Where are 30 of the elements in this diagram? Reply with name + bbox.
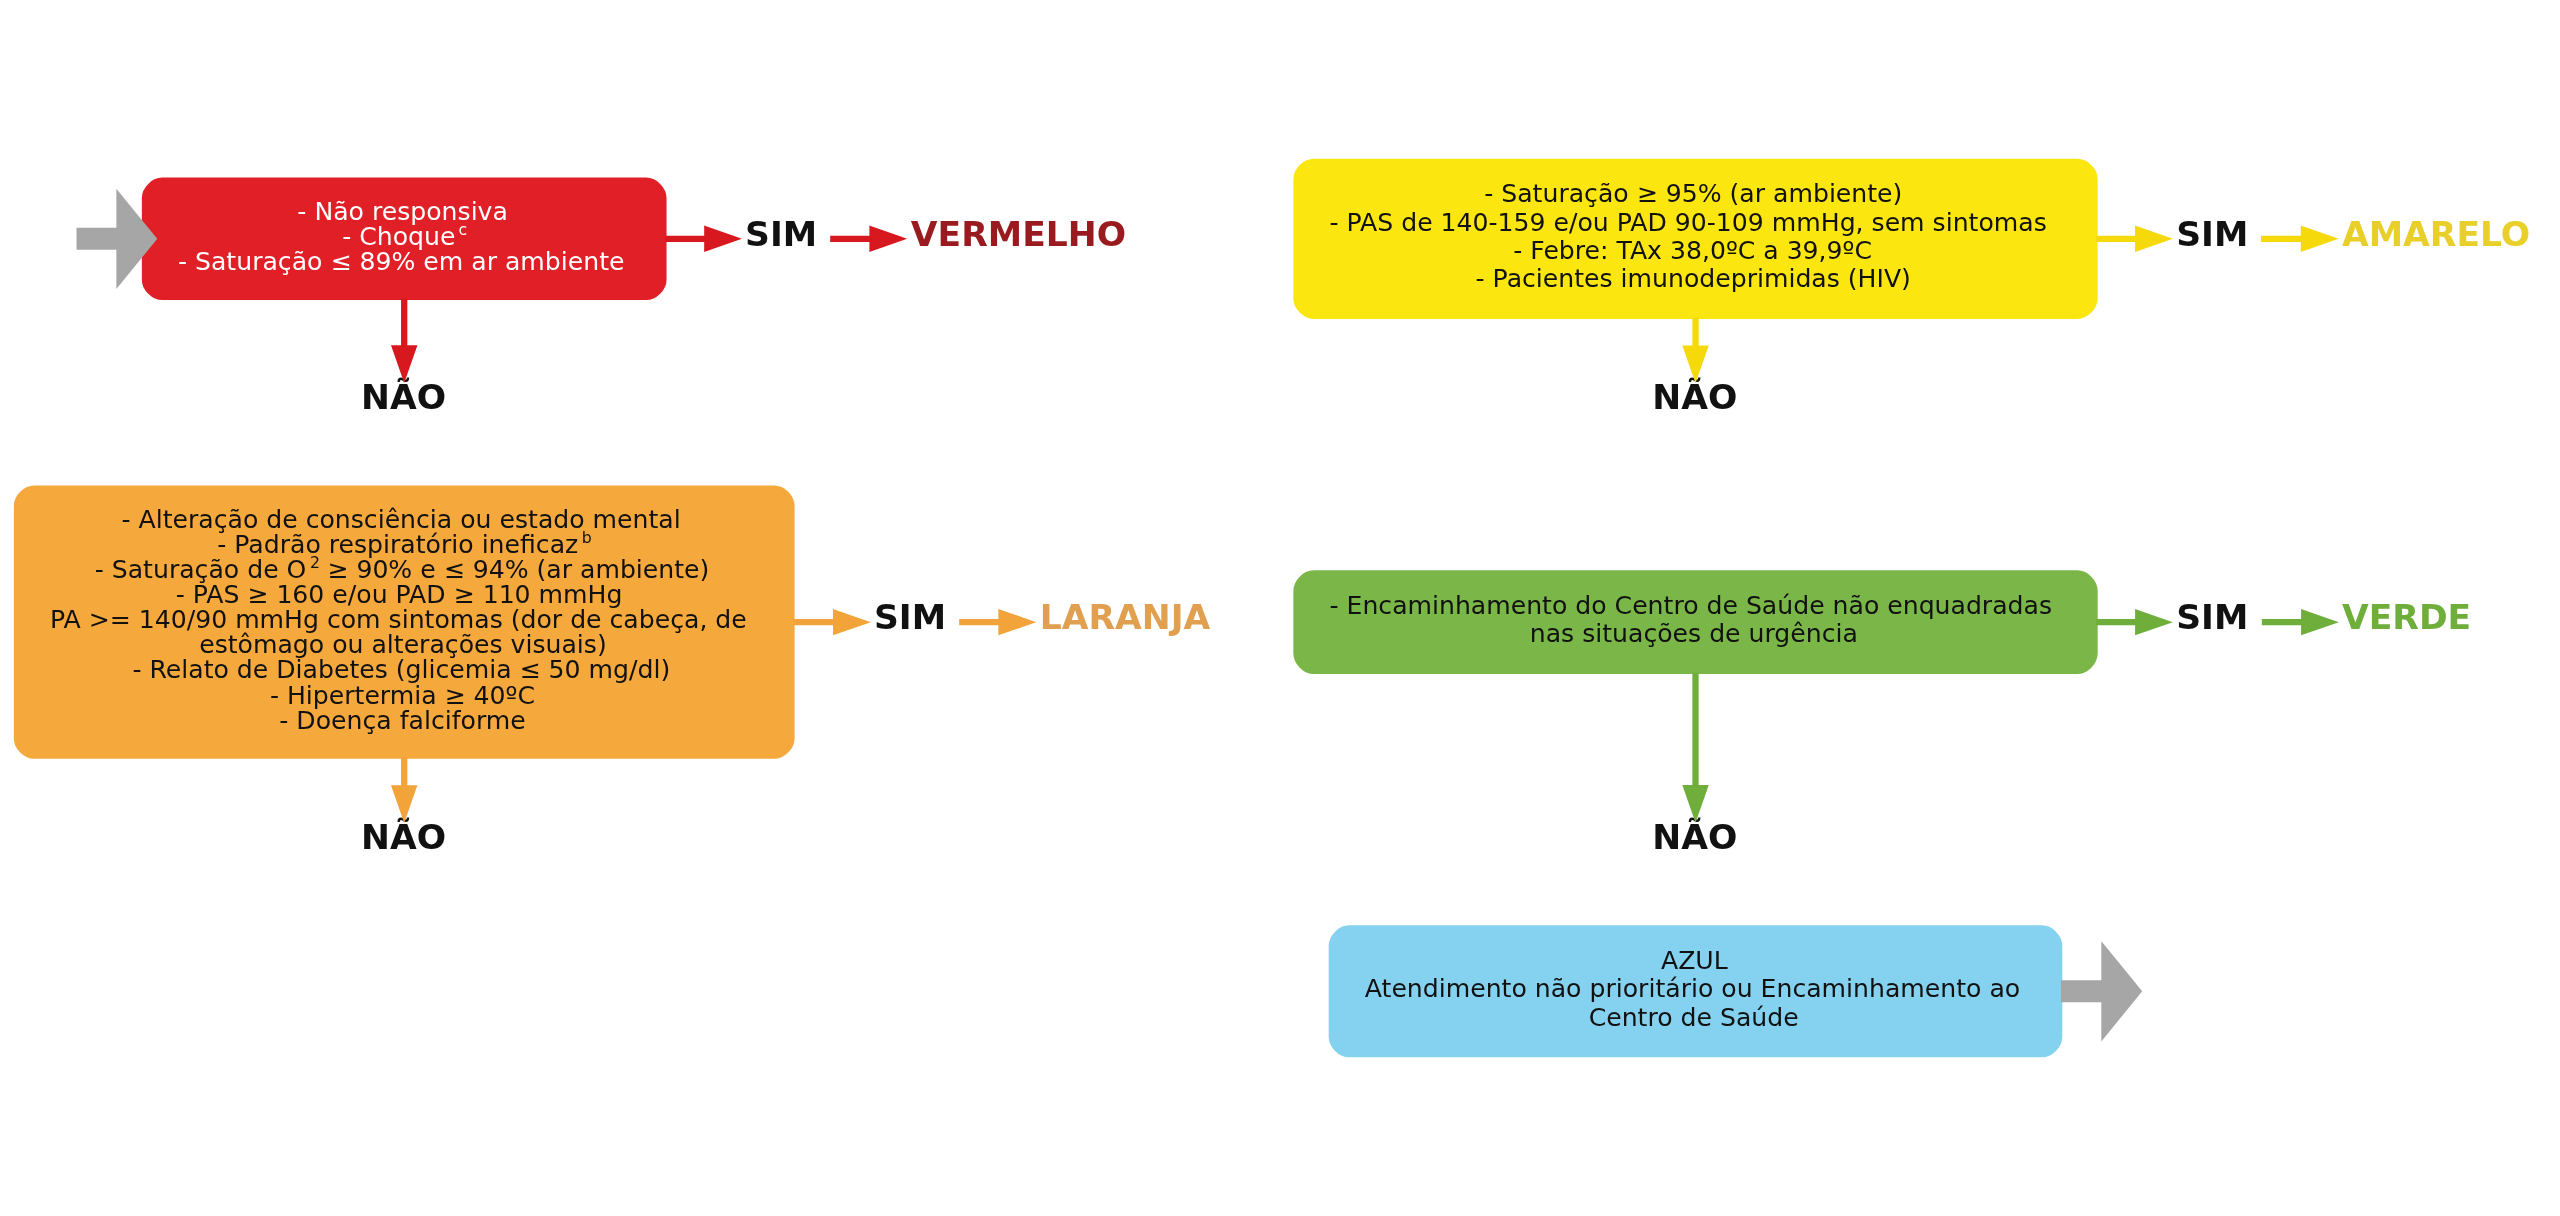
arrow (76, 188, 158, 289)
arrow (391, 757, 418, 823)
arrow (2096, 608, 2173, 636)
arrow (793, 608, 871, 636)
arrow (2261, 608, 2339, 636)
node-text: NÃO (1652, 817, 1738, 858)
node-text: NÃO (1652, 377, 1738, 418)
node-box: - Encaminhamento do Centro de Saúde não enquadradas nas situações de urgência (1293, 570, 2098, 674)
arrow (2060, 941, 2143, 1042)
node-text: SIM (873, 597, 947, 638)
arrow (1682, 317, 1709, 384)
node-text: NÃO (361, 817, 447, 858)
arrow (1682, 672, 1709, 823)
arrow (2096, 225, 2173, 253)
node-text: VERMELHO (910, 214, 1127, 255)
node-text: SIM (745, 214, 818, 255)
node-box: - Alteração de consciência ou estado mental - Padrão respiratório ineficaz$^{b}$ - Saturação de O$^{2}$ ≥ 90% e ≤ 94% (ar ambiente) - PAS ≥ 160 e/ou PAD ≥ 110 mmHg PA >= 140/90 mmHg com sintomas (dor de cabeça, de estômago ou alterações visuais) - Relato de Diabetes (glicemia ≤ 50 mg/dl) - Hipertermia ≥ 40ºC - Doença falciforme (13, 485, 795, 759)
node-box: - Saturação ≥ 95% (ar ambiente) - PAS de 140-159 e/ou PAD 90-109 mmHg, sem sintomas - Febre: TAx 38,0ºC a 39,9ºC - Pacientes imunodeprimidas (HIV) (1293, 158, 2098, 319)
node-text: NÃO (361, 377, 447, 418)
arrow (665, 225, 742, 253)
node-text: SIM (2176, 597, 2249, 638)
node-text: AMARELO (2341, 214, 2531, 255)
arrow (391, 298, 418, 384)
node-text: LARANJA (1039, 597, 1211, 638)
node-text: VERDE (2341, 597, 2472, 638)
arrow (830, 225, 908, 253)
node-box: - Não responsiva - Choque$^{c}$ - Saturação ≤ 89% em ar ambiente (141, 177, 667, 301)
node-text: SIM (2176, 214, 2249, 255)
node-box: AZUL Atendimento não prioritário ou Encaminhamento ao Centro de Saúde (1328, 925, 2063, 1058)
arrow (959, 608, 1037, 636)
